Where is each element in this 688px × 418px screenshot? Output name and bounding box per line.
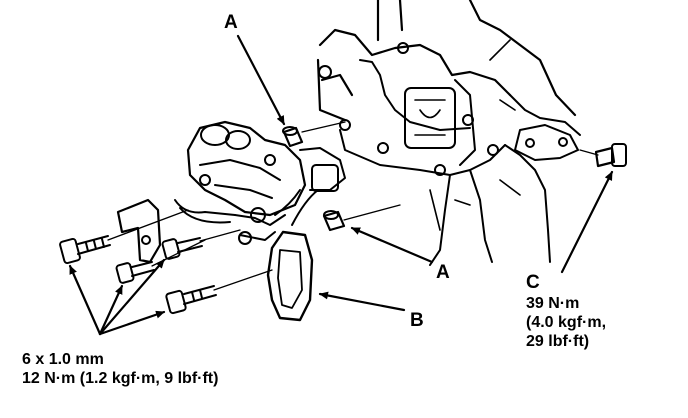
mounting-bolt-1 — [59, 235, 111, 265]
mounting-bolt-2 — [115, 261, 155, 284]
bolt-torque: 12 N·m (1.2 kgf·m, 9 lbf·ft) — [22, 370, 219, 387]
callout-c: C — [526, 272, 540, 293]
torque-spec-c: 39 N·m (4.0 kgf·m, 29 lbf·ft) — [526, 294, 606, 351]
callout-b: B — [410, 310, 424, 331]
dowel-pin-lower — [322, 210, 346, 232]
side-bracket — [116, 198, 162, 264]
sensor-bracket-assembly — [174, 120, 346, 245]
mounting-bolt-3 — [161, 237, 203, 260]
callout-arrows — [68, 34, 614, 336]
sealing-bolt-c — [594, 143, 627, 168]
bolt-spec: 6 x 1.0 mm 12 N·m (1.2 kgf·m, 9 lbf·ft) — [22, 350, 218, 388]
torque-c-line3: 29 lbf·ft) — [526, 333, 590, 350]
cover-b — [266, 230, 314, 322]
bolt-size: 6 x 1.0 mm — [22, 351, 104, 368]
mounting-bolt-4 — [165, 285, 217, 315]
torque-c-line1: 39 N·m — [526, 295, 580, 312]
callout-a-bottom: A — [436, 262, 450, 283]
transmission-housing — [316, 0, 581, 266]
callout-a-top: A — [224, 12, 238, 33]
dowel-pin-upper — [282, 126, 304, 148]
alignment-lines — [107, 121, 599, 291]
torque-c-line2: (4.0 kgf·m, — [526, 314, 607, 331]
